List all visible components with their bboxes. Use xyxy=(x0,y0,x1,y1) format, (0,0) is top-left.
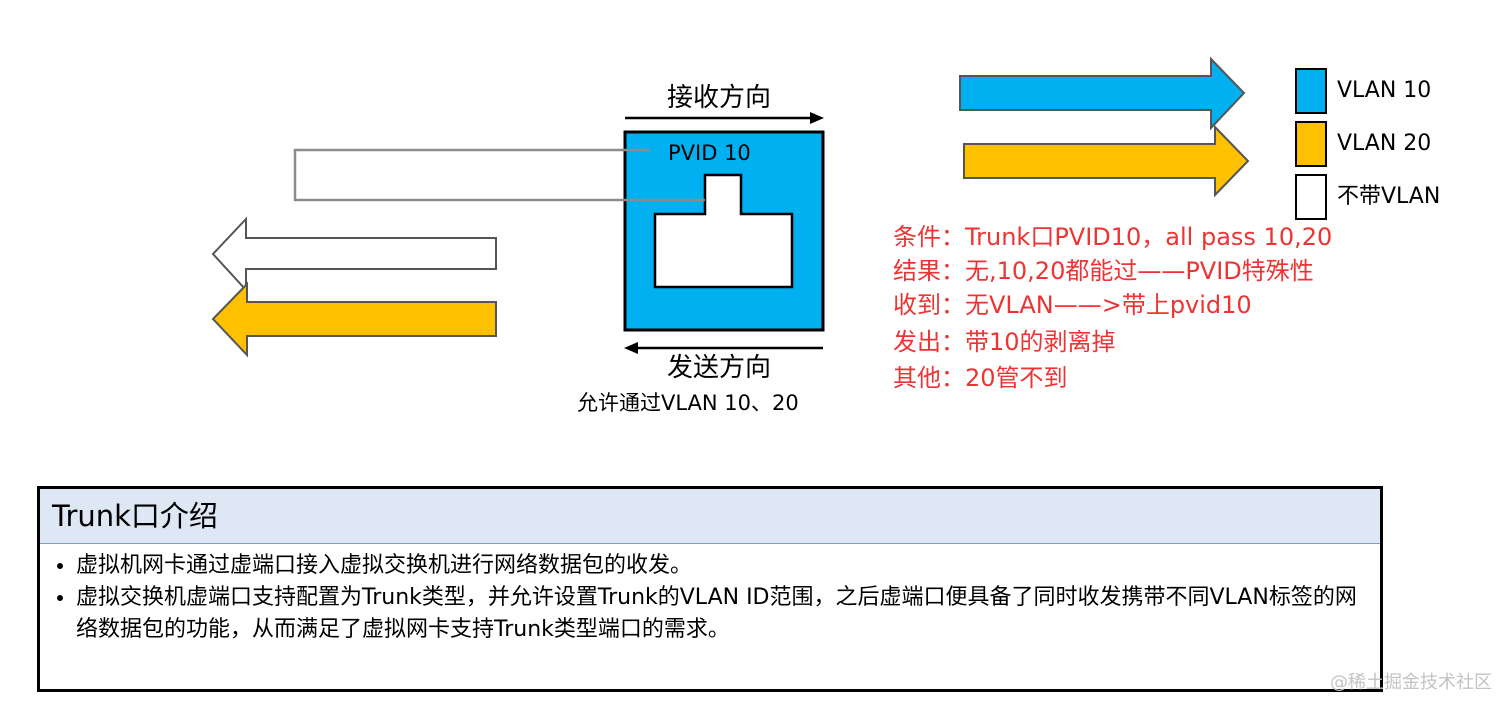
legend-label-vlan10: VLAN 10 xyxy=(1337,78,1432,103)
trunk-intro-list: 虚拟机网卡通过虚端口接入虚拟交换机进行网络数据包的收发。 虚拟交换机虚端口支持配… xyxy=(40,544,1380,646)
receive-direction-arrowhead-icon xyxy=(810,112,824,124)
receive-direction-label: 接收方向 xyxy=(667,83,772,113)
connection-path xyxy=(293,148,705,202)
vlan20-right-arrow-icon xyxy=(963,124,1250,198)
watermark: @稀土掘金技术社区 xyxy=(1330,672,1492,693)
legend-label-untagged: 不带VLAN xyxy=(1337,184,1441,209)
other-rule-line: 其他：20管不到 xyxy=(893,364,1068,392)
trunk-intro-box: Trunk口介绍 虚拟机网卡通过虚端口接入虚拟交换机进行网络数据包的收发。 虚拟… xyxy=(37,486,1383,692)
untagged-left-arrow-icon xyxy=(211,216,497,293)
port-socket-icon xyxy=(653,173,794,289)
list-item: 虚拟机网卡通过虚端口接入虚拟交换机进行网络数据包的收发。 xyxy=(76,550,1368,582)
vlan10-right-arrow-icon xyxy=(959,56,1246,131)
list-item: 虚拟交换机虚端口支持配置为Trunk类型，并允许设置Trunk的VLAN ID范… xyxy=(76,582,1368,646)
legend-swatch-untagged xyxy=(1295,174,1327,220)
result-line: 结果：无,10,20都能过——PVID特殊性 xyxy=(893,257,1314,285)
port-pvid-label: PVID 10 xyxy=(668,141,751,165)
legend-label-vlan20: VLAN 20 xyxy=(1337,131,1432,156)
condition-line: 条件：Trunk口PVID10，all pass 10,20 xyxy=(893,223,1333,251)
allowed-vlans-label: 允许通过VLAN 10、20 xyxy=(577,391,799,415)
send-rule-line: 发出：带10的剥离掉 xyxy=(893,328,1116,356)
trunk-intro-title: Trunk口介绍 xyxy=(40,489,1380,544)
vlan20-left-arrow-icon xyxy=(211,281,497,358)
send-direction-label: 发送方向 xyxy=(667,353,772,383)
vlan-diagram xyxy=(211,56,1327,358)
receive-rule-line: 收到：无VLAN——>带上pvid10 xyxy=(893,291,1252,319)
legend-swatch-vlan20 xyxy=(1295,121,1327,167)
send-direction-arrowhead-icon xyxy=(624,342,638,354)
legend-swatch-vlan10 xyxy=(1295,68,1327,114)
